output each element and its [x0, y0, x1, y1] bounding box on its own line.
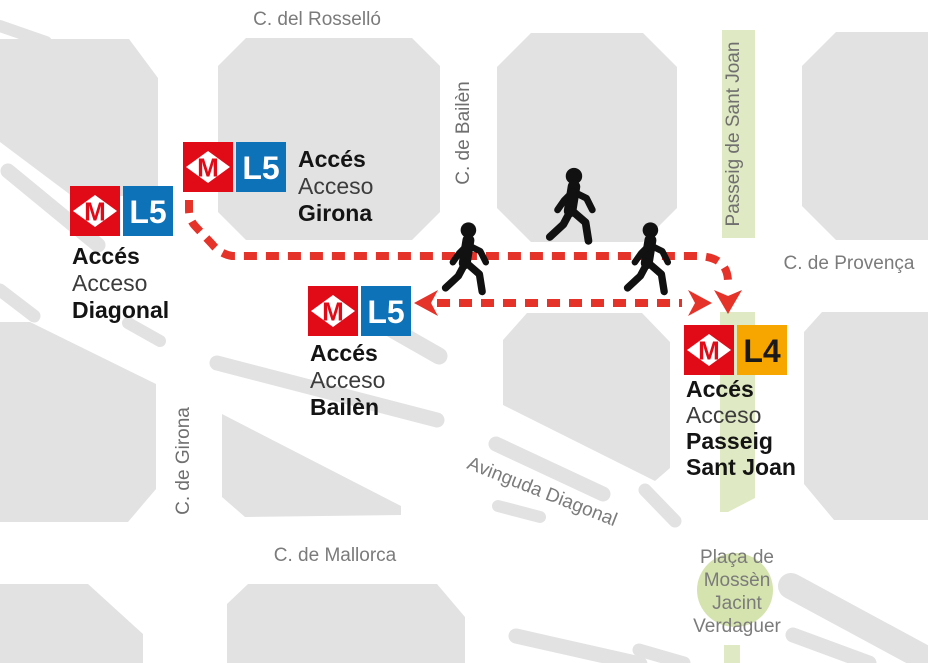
road-stripe — [492, 500, 546, 523]
city-block — [804, 312, 928, 520]
city-block — [0, 322, 156, 522]
city-block — [802, 32, 928, 240]
access-name: Girona — [298, 200, 372, 226]
city-block — [0, 39, 158, 196]
access-label-es: Acceso — [298, 173, 373, 199]
street-label-girona: C. de Girona — [173, 407, 194, 515]
road-stripes — [0, 20, 928, 663]
metro-m-letter: M — [698, 335, 720, 365]
access-name-line2: Sant Joan — [686, 454, 796, 480]
access-label-es: Acceso — [686, 402, 761, 428]
walking-route — [185, 200, 742, 316]
promenade-segment — [724, 645, 740, 663]
road-stripe — [209, 355, 445, 428]
access-passeig-sant-joan: M L4 Accés Acceso Passeig Sant Joan — [684, 325, 796, 480]
route-arrow-right-icon — [688, 290, 712, 316]
city-blocks — [0, 32, 928, 663]
line-badge-l4: L4 — [737, 325, 787, 375]
road-stripe — [0, 20, 52, 48]
road-stripe — [122, 317, 166, 347]
road-stripe — [638, 483, 682, 528]
city-block — [227, 584, 465, 663]
road-stripe — [632, 643, 691, 663]
access-label-ca: Accés — [310, 340, 378, 366]
street-label-passeig-sant-joan: Passeig de Sant Joan — [723, 42, 744, 227]
access-label-es: Acceso — [310, 367, 385, 393]
placa-verdaguer-green — [697, 553, 773, 627]
road-stripe — [488, 436, 611, 502]
street-label-bailen: C. de Bailèn — [453, 81, 474, 185]
access-bailen: M L5 Accés Acceso Bailèn — [308, 286, 411, 420]
city-block — [0, 584, 143, 663]
metro-m-letter: M — [197, 152, 219, 182]
line-badge-l5: L5 — [123, 186, 173, 236]
city-block — [503, 313, 670, 481]
street-label-mallorca: C. de Mallorca — [274, 545, 397, 566]
access-label-es: Acceso — [72, 270, 147, 296]
road-stripe — [778, 573, 928, 663]
access-diagonal: M L5 Accés Acceso Diagonal — [70, 186, 173, 323]
route-arrow-left-icon — [414, 290, 438, 316]
line-badge-label: L5 — [242, 150, 279, 186]
line-badge-label: L4 — [743, 333, 781, 369]
road-stripe — [508, 628, 648, 663]
metro-logo-icon: M — [70, 186, 120, 236]
access-name: Bailèn — [310, 394, 379, 420]
access-girona: M L5 Accés Acceso Girona — [183, 142, 373, 226]
line-badge-label: L5 — [129, 194, 166, 230]
line-badge-label: L5 — [367, 294, 404, 330]
access-name: Diagonal — [72, 297, 169, 323]
street-label-provenca: C. de Provença — [784, 253, 915, 274]
access-label-ca: Accés — [686, 376, 754, 402]
access-label-ca: Accés — [72, 243, 140, 269]
metro-m-letter: M — [84, 196, 106, 226]
city-block — [222, 414, 401, 517]
line-badge-l5: L5 — [236, 142, 286, 192]
placa-label-line: Mossèn — [704, 570, 771, 591]
road-stripe — [0, 283, 41, 323]
metro-logo-icon: M — [308, 286, 358, 336]
city-block — [497, 33, 677, 242]
access-name-line1: Passeig — [686, 428, 773, 454]
metro-logo-icon: M — [684, 325, 734, 375]
placa-label-line: Jacint — [712, 593, 762, 614]
metro-m-letter: M — [322, 296, 344, 326]
street-label-placa-verdaguer: Plaça de Mossèn Jacint Verdaguer — [693, 547, 781, 637]
placa-label-line: Plaça de — [700, 547, 774, 568]
access-label-ca: Accés — [298, 146, 366, 172]
line-badge-l5: L5 — [361, 286, 411, 336]
road-stripe — [785, 627, 877, 663]
route-arrow-down-icon — [714, 290, 742, 314]
placa-label-line: Verdaguer — [693, 616, 781, 637]
promenade-segment — [722, 30, 755, 238]
metro-logo-icon: M — [183, 142, 233, 192]
street-label-rossello: C. del Rosselló — [253, 9, 381, 30]
